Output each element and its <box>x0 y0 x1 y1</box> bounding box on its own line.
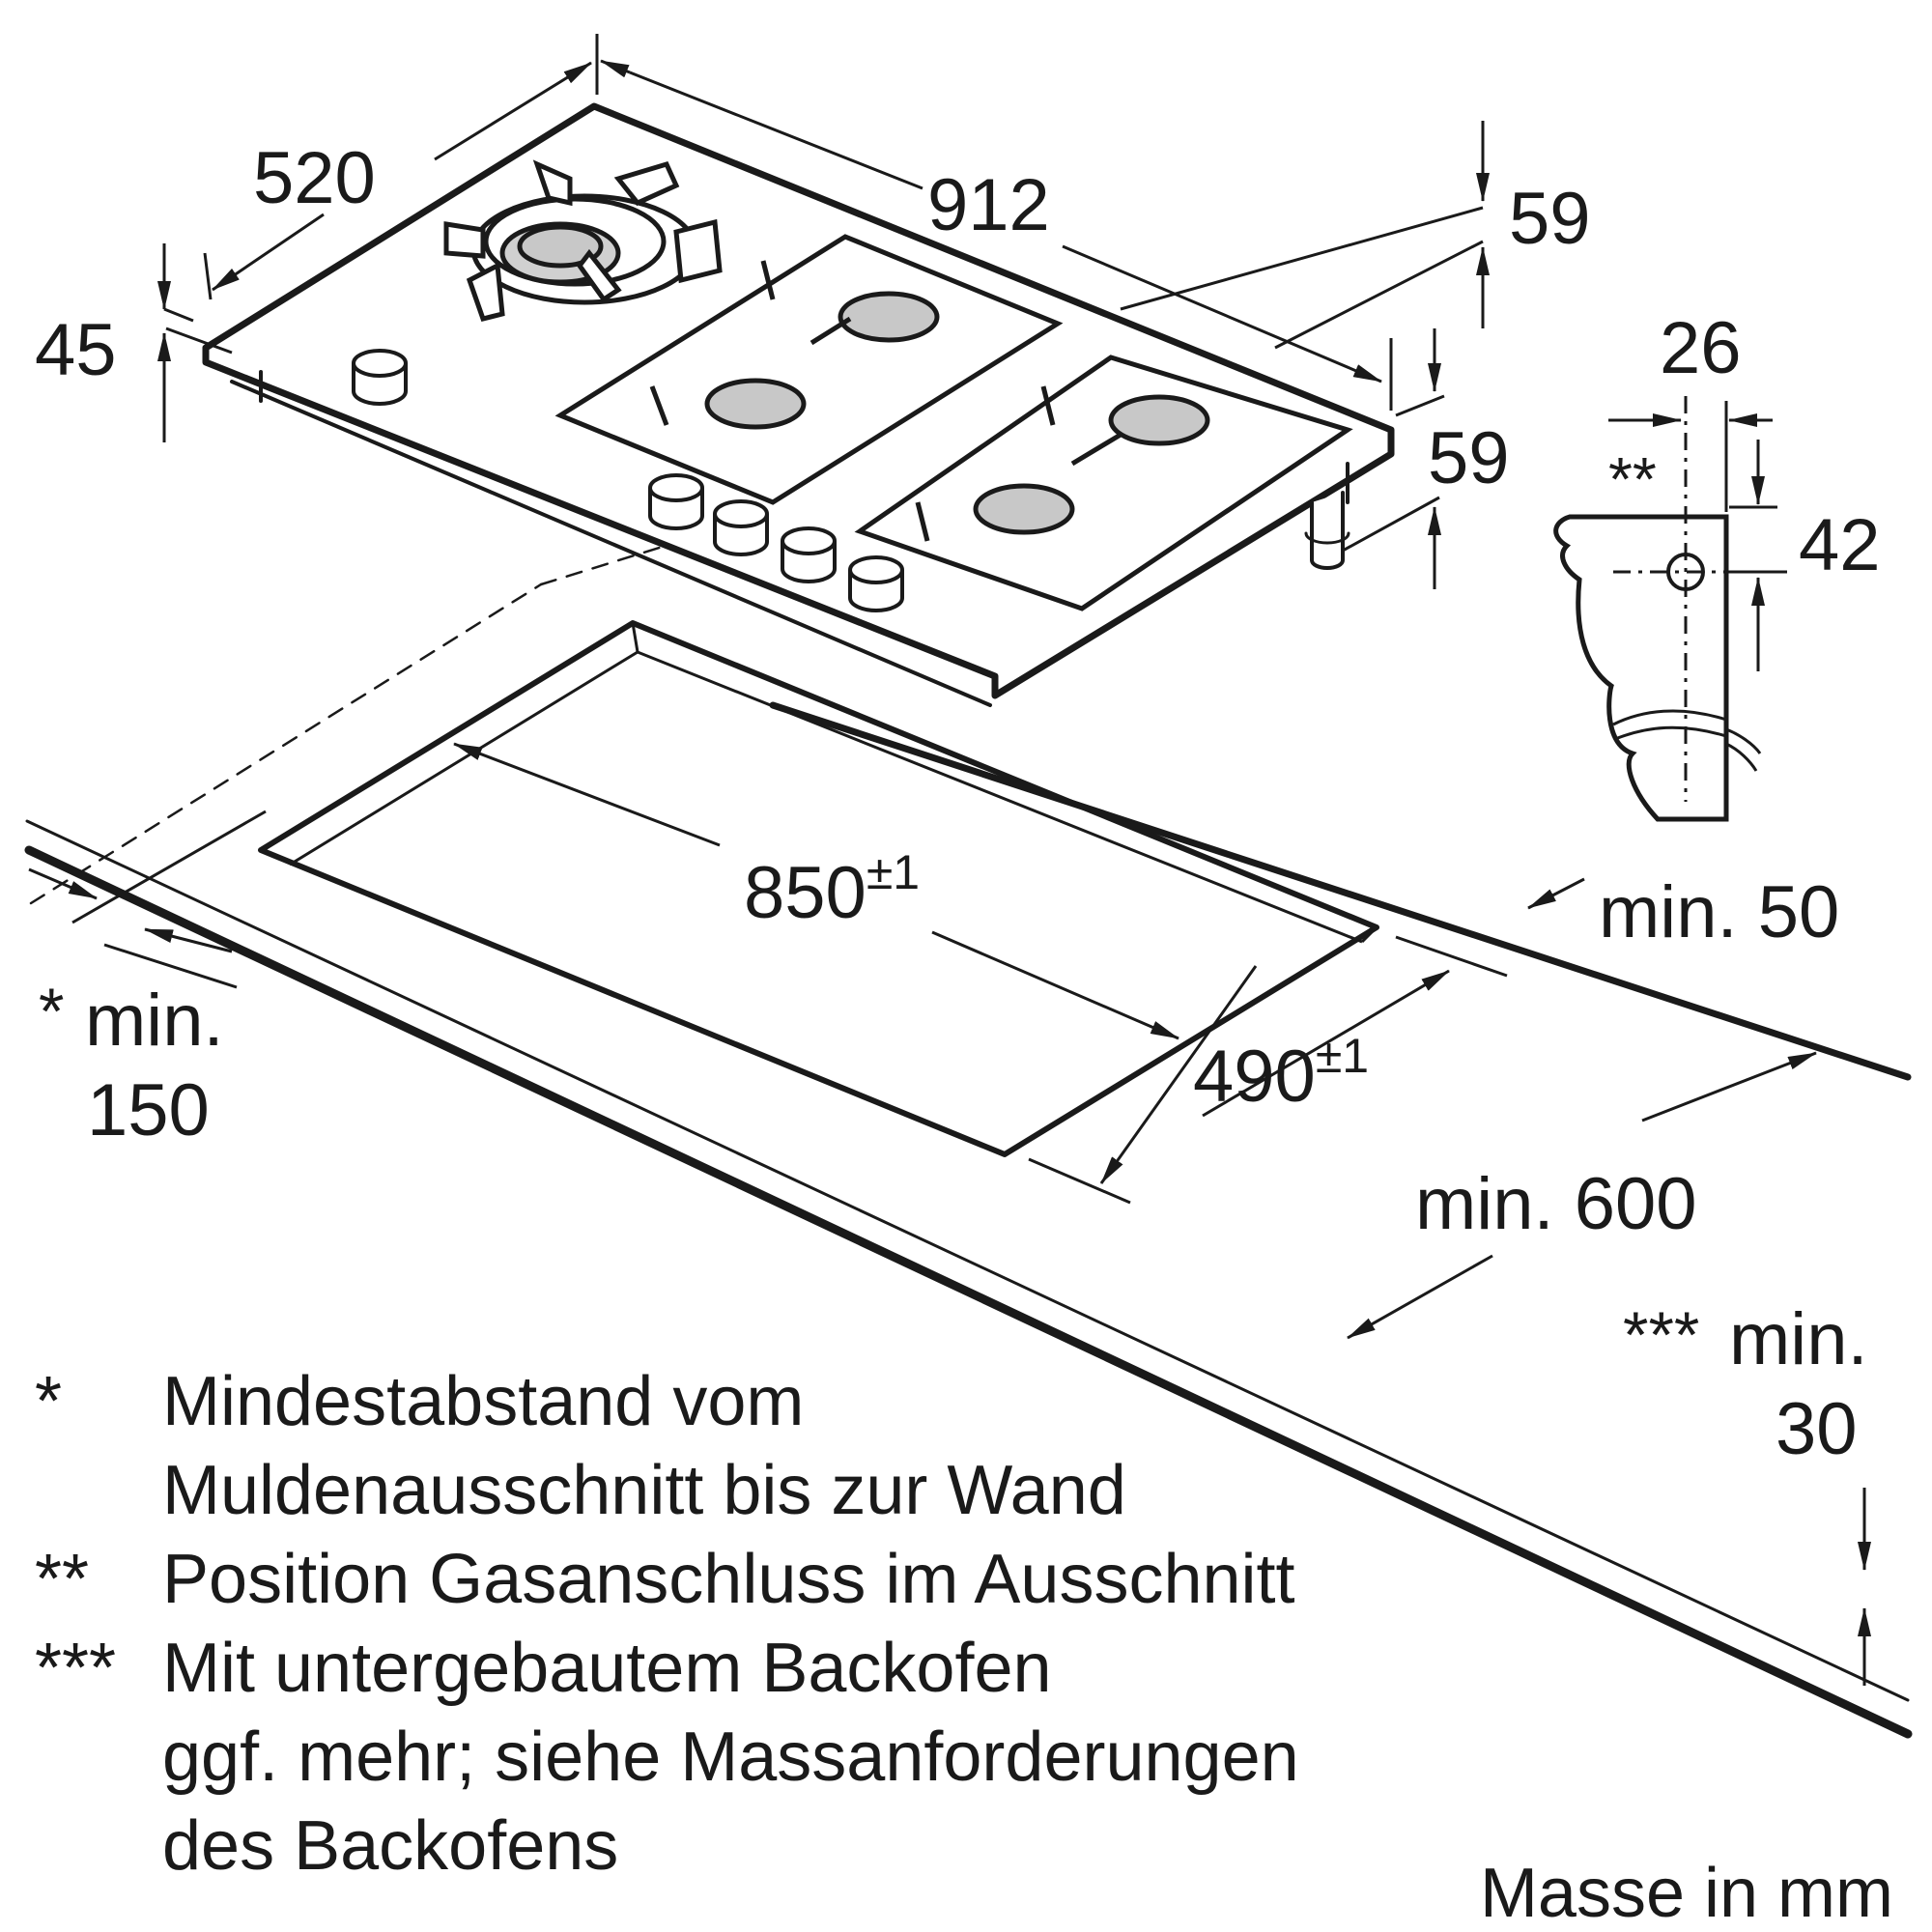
legend-text-1a: Mindestabstand vom <box>162 1363 805 1440</box>
dimension-lines <box>28 34 1871 1686</box>
dim-width-520: 520 <box>253 137 376 219</box>
countertop-cutout <box>258 620 1379 1157</box>
knob-3 <box>781 526 837 583</box>
legend-item-1: * Mindestabstand vom Muldenausschnitt bi… <box>35 1357 1870 1535</box>
control-knobs <box>352 349 904 612</box>
knob-1 <box>648 473 704 530</box>
dim-cutout-depth: 490±1 <box>1193 1029 1369 1118</box>
legend-text-1b: Muldenausschnitt bis zur Wand <box>162 1452 1126 1529</box>
dim-height-45: 45 <box>35 309 117 391</box>
legend-text-3c: des Backofens <box>162 1807 619 1885</box>
dim-gas-26: 26 <box>1660 307 1742 389</box>
dimension-labels: 520 912 45 59 59 26 ** 42 850±1 490±1 mi… <box>35 137 1881 1470</box>
burner-front-left <box>704 378 807 430</box>
dim-front-marker: * <box>39 975 64 1048</box>
dim-depth-min: min. 600 <box>1415 1163 1697 1245</box>
countertop <box>24 539 1913 1739</box>
legend-mark-3: *** <box>35 1630 117 1707</box>
burner-grate-right <box>854 355 1353 611</box>
burners <box>704 291 1210 535</box>
legend-item-2: ** Position Gasanschluss im Ausschnitt <box>35 1535 1870 1624</box>
burner-rear-left <box>838 291 940 343</box>
dim-thickness-marker: *** <box>1623 1298 1699 1372</box>
legend-text-3a: Mit untergebautem Backofen <box>162 1630 1052 1707</box>
burner-rear-right <box>1108 394 1210 446</box>
knob-4 <box>848 555 904 612</box>
dim-front-min-label: min. <box>85 980 224 1062</box>
dim-cutout-length: 850±1 <box>744 845 920 934</box>
wok-burner <box>443 159 723 322</box>
gas-connection-detail <box>1553 396 1787 822</box>
dim-front-min-value: 150 <box>87 1069 210 1151</box>
legend-text-2a: Position Gasanschluss im Ausschnitt <box>162 1541 1295 1618</box>
legend: * Mindestabstand vom Muldenausschnitt bi… <box>35 1357 1870 1890</box>
dim-right-59: 59 <box>1428 417 1510 499</box>
legend-text-3b: ggf. mehr; siehe Massanforderungen <box>162 1719 1299 1796</box>
hob-foot <box>1310 491 1345 570</box>
dim-top-59: 59 <box>1509 178 1591 260</box>
knob-wok <box>352 349 408 406</box>
dim-gas-marker: ** <box>1608 444 1657 514</box>
dim-thickness-min-value: 30 <box>1776 1388 1858 1470</box>
dim-rear-min: min. 50 <box>1599 871 1839 953</box>
legend-mark-2: ** <box>35 1541 90 1618</box>
dim-gas-42: 42 <box>1799 504 1881 586</box>
burner-front-right <box>973 483 1075 535</box>
legend-item-3: *** Mit untergebautem Backofen ggf. mehr… <box>35 1624 1870 1890</box>
dim-length-912: 912 <box>927 164 1050 246</box>
legend-mark-1: * <box>35 1363 63 1440</box>
units-note: Masse in mm <box>1479 1855 1893 1932</box>
knob-2 <box>713 499 769 556</box>
burner-grate-left <box>554 234 1064 505</box>
dim-thickness-min-label: min. <box>1729 1298 1868 1380</box>
